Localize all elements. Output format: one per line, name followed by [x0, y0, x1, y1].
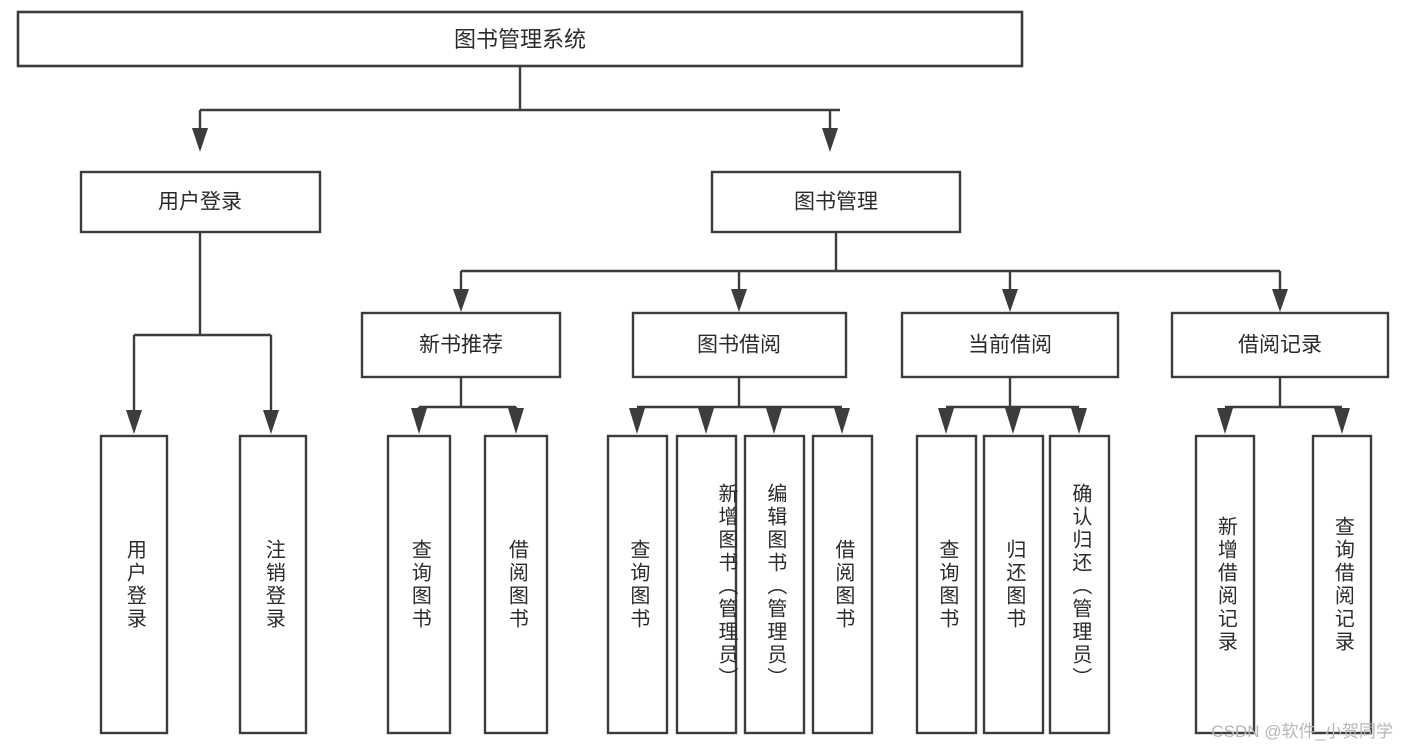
arrow-leaf-add-book-admin — [698, 408, 714, 434]
node-book-borrow-label: 图书借阅 — [697, 334, 781, 357]
node-leaf-logout-box[interactable] — [238, 434, 308, 735]
node-book-borrow[interactable]: 图书借阅 — [631, 311, 848, 379]
node-book-borrow-box[interactable] — [631, 311, 848, 379]
node-leaf-edit-book-admin-box[interactable] — [743, 434, 806, 735]
node-user-login-box[interactable] — [79, 170, 322, 234]
node-new-book-rec[interactable]: 新书推荐 — [360, 311, 562, 379]
node-borrow-record-label: 借阅记录 — [1238, 334, 1322, 357]
arrow-leaf-logout — [263, 410, 279, 434]
node-borrow-record[interactable]: 借阅记录 — [1170, 311, 1390, 379]
connector-layer — [126, 66, 1350, 434]
arrow-leaf-edit-book-admin — [766, 408, 782, 434]
node-current-borrow[interactable]: 当前借阅 — [900, 311, 1120, 379]
node-book-manage-label: 图书管理 — [794, 191, 878, 214]
node-root-label: 图书管理系统 — [454, 27, 586, 52]
arrow-user-login — [192, 128, 208, 152]
arrow-leaf-borrow-book-rec — [508, 408, 524, 434]
node-current-borrow-label: 当前借阅 — [968, 334, 1052, 357]
arrow-current-borrow — [1002, 289, 1018, 312]
arrow-leaf-query-book-borrow — [629, 408, 645, 434]
node-book-manage-box[interactable] — [710, 170, 962, 234]
node-leaf-query-book-borrow-box[interactable] — [606, 434, 669, 735]
arrow-book-borrow — [731, 289, 747, 312]
node-leaf-return-book-box[interactable] — [982, 434, 1045, 735]
leaf-box-layer — [99, 434, 1373, 735]
arrow-leaf-query-record — [1334, 408, 1350, 434]
arrow-leaf-return-book — [1005, 408, 1021, 434]
arrow-leaf-query-book-cur — [938, 408, 954, 434]
arrow-leaf-add-record — [1217, 408, 1233, 434]
node-leaf-query-record-box[interactable] — [1311, 434, 1373, 735]
arrow-borrow-record — [1272, 289, 1288, 312]
arrow-leaf-borrow-book — [834, 408, 850, 434]
node-new-book-rec-box[interactable] — [360, 311, 562, 379]
node-root-system[interactable]: 图书管理系统 — [16, 10, 1024, 68]
arrow-leaf-query-book-rec — [411, 408, 427, 434]
node-root-box[interactable] — [16, 10, 1024, 68]
arrow-leaf-user-login — [126, 410, 142, 434]
node-user-login-label: 用户登录 — [158, 191, 242, 214]
node-user-login[interactable]: 用户登录 — [79, 170, 322, 234]
node-leaf-query-book-cur-box[interactable] — [915, 434, 978, 735]
arrow-new-book-rec — [453, 289, 469, 312]
csdn-watermark: CSDN @软件_小贺同学 — [1211, 722, 1393, 741]
node-borrow-record-box[interactable] — [1170, 311, 1390, 379]
node-leaf-borrow-book-box[interactable] — [811, 434, 874, 735]
node-leaf-borrow-book-rec-box[interactable] — [483, 434, 549, 735]
node-leaf-add-record-box[interactable] — [1194, 434, 1256, 735]
node-leaf-query-book-rec-box[interactable] — [386, 434, 452, 735]
node-leaf-add-book-admin-box[interactable] — [675, 434, 738, 735]
arrow-book-manage — [822, 128, 838, 152]
node-leaf-confirm-return-admin-box[interactable] — [1048, 434, 1111, 735]
arrow-leaf-confirm-return-admin — [1071, 408, 1087, 434]
node-book-manage[interactable]: 图书管理 — [710, 170, 962, 234]
node-new-book-rec-label: 新书推荐 — [419, 334, 503, 357]
node-leaf-user-login-box[interactable] — [99, 434, 169, 735]
node-current-borrow-box[interactable] — [900, 311, 1120, 379]
